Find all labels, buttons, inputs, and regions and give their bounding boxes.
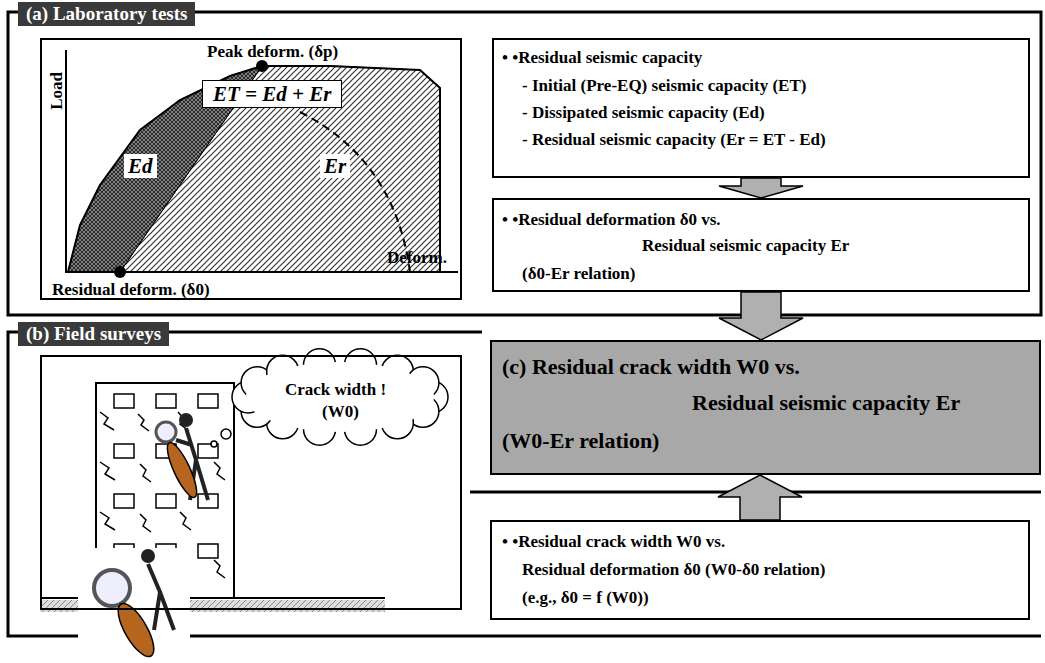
text-box: • •Residual seismic capacity - Initial (P… xyxy=(492,38,1030,178)
block-arrow xyxy=(719,292,803,340)
result-title: Residual seismic capacity Er xyxy=(692,390,960,415)
text-box: • •Residual crack width W0 vs. Residual d… xyxy=(490,520,1030,620)
body-text: - Initial (Pre-EQ) seismic capacity (ET) xyxy=(522,76,806,96)
body-text: (δ0-Er relation) xyxy=(522,264,635,284)
inspector-figure xyxy=(156,413,208,501)
building-illustration xyxy=(40,349,462,663)
result-box: (c) Residual crack width W0 vs. Residual … xyxy=(490,340,1041,475)
body-text: (e.g., δ0 = f (W0)) xyxy=(522,588,649,608)
graph-box: Load Peak deform. (δp) ET = Ed + Er Ed ErRes… xyxy=(40,38,462,300)
block-arrow xyxy=(718,475,802,520)
frame-tab: (a) Laboratory tests xyxy=(18,2,195,26)
body-text: Residual seismic capacity Er xyxy=(642,236,849,256)
equation-label: ET = Ed + Er xyxy=(202,80,342,108)
block-arrow xyxy=(719,178,803,198)
frame-tab: (b) Field surveys xyxy=(18,322,169,346)
bullet-text: • •Residual crack width W0 vs. xyxy=(502,532,725,552)
bullet-text: • •Residual deformation δ0 vs. xyxy=(502,210,721,230)
area-label: Ed xyxy=(124,154,157,178)
bubble-text: Crack width ! xyxy=(285,380,386,400)
text-box: • •Residual deformation δ0 vs. Residual s… xyxy=(492,198,1030,292)
bubble-text: (W0) xyxy=(322,402,359,422)
graph-label: Residual deform. (δ0) xyxy=(52,280,210,300)
bullet-text: • •Residual seismic capacity xyxy=(502,48,702,68)
illustration-box: Crack width !(W0) xyxy=(40,355,462,610)
body-text: Residual deformation δ0 (W0-δ0 relation) xyxy=(522,560,825,580)
inspector-figure xyxy=(94,549,174,661)
graph-label: Peak deform. (δp) xyxy=(207,42,338,62)
load-deform-graph xyxy=(66,50,458,278)
area-label: Er xyxy=(320,154,350,178)
body-text: - Dissipated seismic capacity (Ed) xyxy=(522,103,765,123)
frame-a xyxy=(8,12,1041,315)
result-title: (W0-Er relation) xyxy=(502,428,659,453)
lab-tests-frame: (a) Laboratory testsLoadPeak deform. (δp… xyxy=(8,12,1041,315)
axis-label: Deform. xyxy=(387,248,447,268)
axis-label: Load xyxy=(47,72,67,110)
thought-bubble xyxy=(232,349,448,445)
result-title: (c) Residual crack width W0 vs. xyxy=(502,354,800,379)
body-text: - Residual seismic capacity (Er = ET - E… xyxy=(522,130,826,150)
